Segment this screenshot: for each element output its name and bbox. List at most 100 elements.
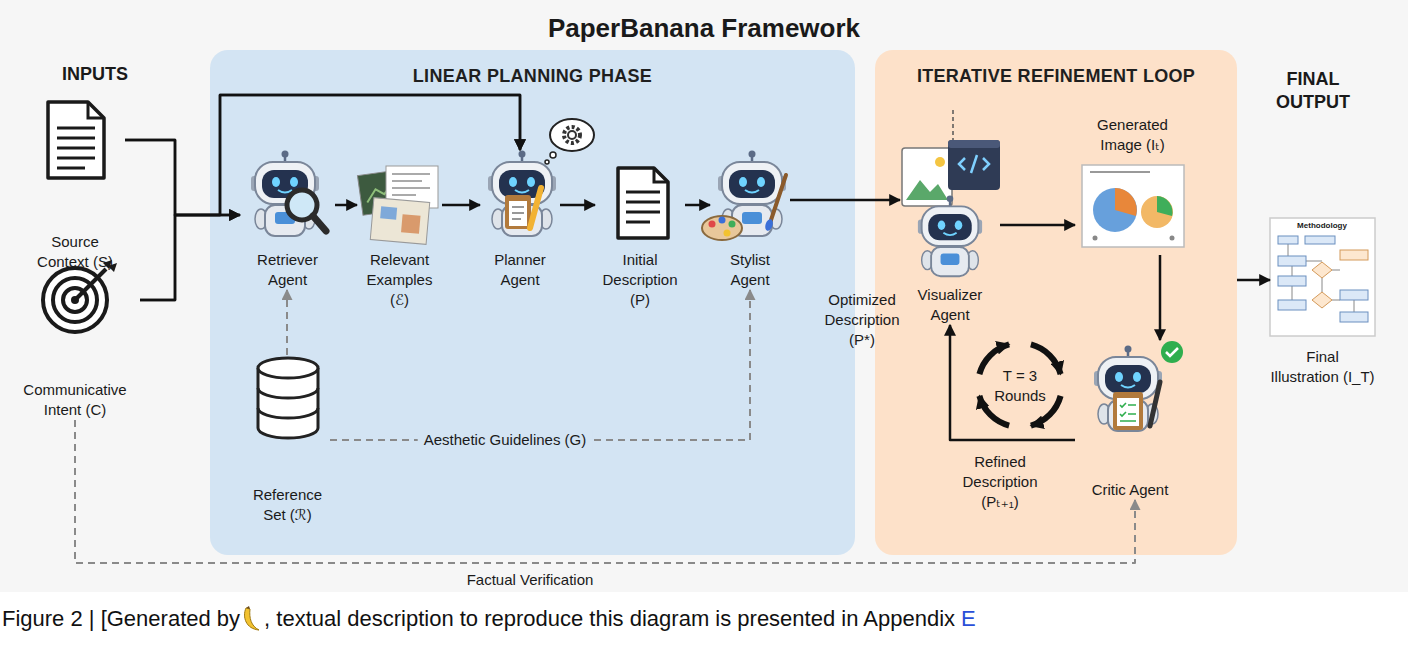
final-illustration-part bbox=[1312, 262, 1332, 278]
retriever-robot-part bbox=[251, 151, 319, 237]
generated-image-part bbox=[1082, 165, 1184, 247]
example-images-part bbox=[380, 206, 397, 219]
final-illustration-part bbox=[1340, 290, 1368, 300]
final-illustration-part bbox=[1278, 256, 1306, 266]
generated-image-part bbox=[1093, 188, 1137, 232]
band-heading: LINEAR PLANNING PHASE bbox=[210, 64, 855, 88]
stylist-robot-part bbox=[702, 216, 742, 240]
database-icon-part bbox=[258, 358, 318, 378]
caption-text: , textual description to reproduce this … bbox=[264, 606, 955, 631]
planner-robot bbox=[488, 119, 594, 236]
band-heading: ITERATIVE REFINEMENT LOOP bbox=[875, 64, 1237, 88]
stylist-robot-part bbox=[718, 151, 786, 237]
critic-robot bbox=[1094, 341, 1183, 431]
database-node: Reference Set (ℛ) bbox=[245, 355, 330, 525]
target-icon bbox=[43, 260, 117, 332]
node-label: Reference Set (ℛ) bbox=[245, 485, 330, 525]
flow-arrow bbox=[1000, 224, 1075, 227]
generated-image bbox=[1082, 165, 1184, 247]
final-illustration-part bbox=[1340, 312, 1368, 322]
flow-arrow bbox=[140, 215, 240, 300]
edge-label: Optimized Description (P*) bbox=[816, 290, 908, 350]
retriever-robot-part bbox=[287, 190, 317, 220]
flow-arrow bbox=[1159, 255, 1162, 340]
flow-arrow bbox=[950, 325, 1075, 440]
planner-robot-part bbox=[530, 188, 541, 228]
final-illustration-part bbox=[1340, 250, 1368, 260]
section-label: INPUTS bbox=[35, 62, 155, 86]
agent-node: Critic Agent bbox=[1075, 340, 1185, 500]
flow-arrow bbox=[790, 199, 900, 202]
database-icon-part bbox=[258, 368, 318, 438]
stylist-robot-part bbox=[724, 230, 731, 237]
generated-image-part bbox=[1090, 171, 1150, 173]
stylist-robot-part bbox=[729, 221, 736, 228]
critic-robot-part bbox=[1166, 348, 1178, 356]
final-illustration-part bbox=[1288, 244, 1354, 312]
description-icon-part bbox=[654, 168, 668, 182]
critic-robot-part bbox=[1120, 403, 1136, 421]
node-label: Final Illustration (I_T) bbox=[1270, 347, 1375, 387]
target-icon-part bbox=[71, 296, 79, 304]
example-images-part bbox=[365, 181, 405, 202]
planner-robot-part bbox=[568, 131, 576, 139]
flow-arrow bbox=[140, 95, 520, 300]
planner-robot-part bbox=[564, 127, 580, 143]
input-node: Source Context (S) bbox=[25, 100, 125, 272]
visualizer-robot-part bbox=[906, 180, 948, 200]
document-icon-part bbox=[48, 102, 104, 178]
final-illustration-part bbox=[1278, 236, 1298, 244]
image-node: Generated Image (Iₜ) bbox=[1075, 115, 1190, 255]
caption-text: Figure 2 | [Generated by bbox=[2, 606, 240, 631]
dashed-connector bbox=[330, 290, 750, 440]
dashed-connector bbox=[286, 290, 288, 355]
example-images-part bbox=[401, 214, 421, 234]
node-label: Communicative Intent (C) bbox=[10, 380, 140, 420]
agent-node: Planner Agent bbox=[480, 150, 560, 290]
caption-link: E bbox=[961, 606, 976, 631]
agent-node: Visualizer Agent bbox=[900, 140, 1000, 325]
data-node: Initial Description (P) bbox=[595, 160, 685, 310]
planner-robot-part bbox=[512, 207, 524, 219]
critic-robot-part bbox=[1150, 382, 1160, 426]
node-label: Retriever Agent bbox=[240, 250, 335, 290]
node-label: Source Context (S) bbox=[25, 232, 125, 272]
agent-node: Retriever Agent bbox=[240, 150, 335, 290]
critic-robot-part bbox=[1117, 398, 1139, 426]
visualizer-robot-part bbox=[959, 155, 989, 173]
target-icon-part bbox=[103, 260, 117, 272]
retriever-robot-part bbox=[313, 216, 326, 231]
final-illustration bbox=[1270, 218, 1375, 336]
flow-arrow bbox=[560, 204, 595, 207]
description-icon bbox=[618, 168, 668, 238]
phase-band: ITERATIVE REFINEMENT LOOP Visualizer Agen… bbox=[875, 50, 1237, 555]
stylist-robot-part bbox=[719, 217, 726, 224]
flow-arrow bbox=[335, 204, 357, 207]
generated-image-part bbox=[1141, 196, 1173, 228]
generated-image-part bbox=[1093, 236, 1098, 241]
example-images-part bbox=[392, 174, 430, 195]
planner-robot-part bbox=[488, 151, 556, 237]
document-icon-part bbox=[88, 102, 104, 118]
visualizer-robot-part bbox=[948, 140, 1000, 190]
visualizer-robot-part bbox=[948, 140, 1000, 148]
dashed-connector bbox=[75, 420, 1135, 563]
stylist-robot bbox=[702, 151, 786, 241]
description-icon-part bbox=[626, 192, 660, 222]
node-label: Generated Image (Iₜ) bbox=[1075, 115, 1190, 155]
example-images-part bbox=[370, 198, 429, 245]
node-label: Stylist Agent bbox=[710, 250, 790, 290]
node-label: Critic Agent bbox=[1075, 480, 1185, 500]
node-label: Initial Description (P) bbox=[595, 250, 685, 310]
edge-label: Refined Description (Pₜ₊₁) bbox=[950, 452, 1050, 512]
critic-robot-part bbox=[1161, 341, 1183, 363]
planner-robot-part bbox=[550, 152, 556, 158]
description-icon-part bbox=[618, 168, 668, 238]
critic-robot-part bbox=[1094, 346, 1162, 432]
caption-part: Figure 2 | [Generated by bbox=[2, 604, 240, 634]
flow-arrow bbox=[685, 204, 710, 207]
edge-label: Factual Verification bbox=[467, 570, 594, 590]
planner-robot-part bbox=[505, 195, 531, 229]
target-icon-part bbox=[43, 268, 107, 332]
